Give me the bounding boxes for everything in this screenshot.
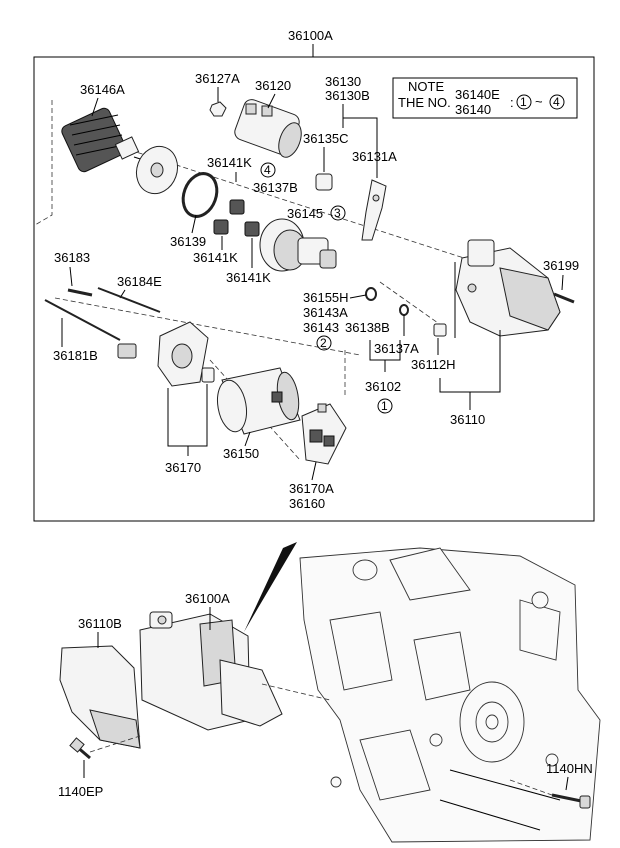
starter-motor-36100A: [139, 611, 283, 731]
heat-shield-36110B: [59, 645, 141, 749]
label-36102: 36102: [365, 379, 401, 394]
note-box: NOTE THE NO. 36140E 36140 : 1 ~ 4: [392, 77, 578, 119]
engine-block: [299, 547, 601, 843]
note-part-36140E: 36140E: [455, 87, 500, 102]
yoke-36150: [216, 367, 301, 435]
note-range-sep: ~: [535, 94, 543, 109]
note-prefix: THE NO.: [398, 95, 451, 110]
label-36183: 36183: [54, 250, 90, 265]
label-36130B: 36130B: [325, 88, 370, 103]
solenoid-36120: [234, 99, 302, 158]
label-36100A-lower: 36100A: [185, 591, 230, 606]
label-36120: 36120: [255, 78, 291, 93]
label-36150: 36150: [223, 446, 259, 461]
label-36143: 36143: [303, 320, 339, 335]
note-title: NOTE: [408, 79, 444, 94]
planetary-gear-assembly: [259, 218, 337, 272]
circle-1: 1: [381, 399, 388, 413]
label-36127A: 36127A: [195, 71, 240, 86]
label-36137A: 36137A: [374, 341, 419, 356]
label-36160: 36160: [289, 496, 325, 511]
clip-36139: [181, 172, 219, 218]
label-36199: 36199: [543, 258, 579, 273]
circle-2: 2: [320, 336, 327, 350]
note-part-36140: 36140: [455, 102, 491, 117]
brush-holder-36170A: [301, 403, 347, 465]
label-36131A: 36131A: [352, 149, 397, 164]
label-36138B: 36138B: [345, 320, 390, 335]
shift-lever-36131A: [361, 179, 387, 241]
label-36155H: 36155H: [303, 290, 349, 305]
label-36145: 36145: [287, 206, 323, 221]
label-36137B: 36137B: [253, 180, 298, 195]
label-36139: 36139: [170, 234, 206, 249]
label-36141K-left: 36141K: [193, 250, 238, 265]
label-36141K-top: 36141K: [207, 155, 252, 170]
label-36135C: 36135C: [303, 131, 349, 146]
assembly-frame: [33, 56, 595, 522]
label-36184E: 36184E: [117, 274, 162, 289]
drive-housing-36110: [455, 239, 561, 337]
armature-36146A: [61, 107, 151, 173]
frame-title: 36100A: [288, 28, 333, 43]
label-36170A: 36170A: [289, 481, 334, 496]
circle-3: 3: [334, 206, 341, 220]
label-36170: 36170: [165, 460, 201, 475]
label-36110: 36110: [450, 412, 485, 427]
label-36130: 36130: [325, 74, 361, 89]
label-36141K-right: 36141K: [226, 270, 271, 285]
svg-text::: :: [510, 95, 514, 110]
label-1140HN: 1140HN: [546, 761, 593, 776]
note-circle-to: 4: [553, 95, 560, 109]
label-36110B: 36110B: [78, 616, 122, 631]
label-36181B: 36181B: [53, 348, 98, 363]
label-1140EP: 1140EP: [58, 784, 103, 799]
label-36112H: 36112H: [411, 357, 456, 372]
label-36143A: 36143A: [303, 305, 348, 320]
circle-4: 4: [264, 163, 271, 177]
end-plate-36170: [117, 321, 215, 387]
label-36146A: 36146A: [80, 82, 125, 97]
note-circle-from: 1: [520, 95, 527, 109]
callout-wedge: [244, 542, 297, 632]
